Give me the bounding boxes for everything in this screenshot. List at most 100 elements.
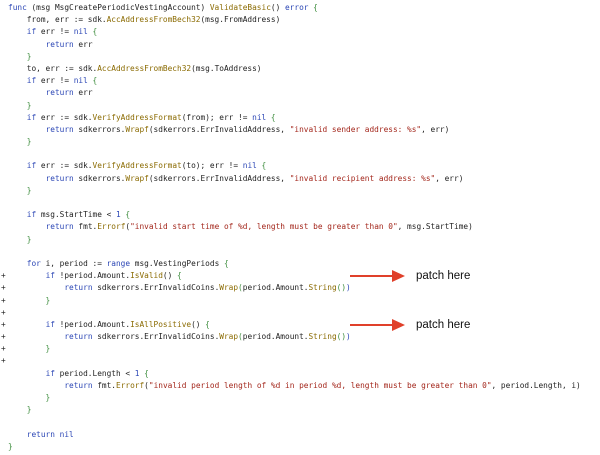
code-token	[8, 308, 13, 317]
code-line: }	[8, 185, 32, 197]
code-token: period.Length <	[54, 368, 135, 378]
code-line	[8, 148, 13, 160]
code-token: , period.Length, i)	[491, 380, 581, 390]
code-token: if	[45, 319, 55, 329]
code-line-added: +	[1, 307, 13, 319]
code-token: 1	[115, 210, 121, 220]
code-token: if	[26, 76, 37, 86]
code-token: "invalid period length of %d in period %…	[148, 380, 492, 390]
code-token: {	[219, 258, 229, 268]
code-token: {	[120, 210, 131, 220]
code-token: (	[125, 222, 131, 232]
code-token: !period.Amount.	[54, 319, 131, 329]
code-token	[8, 271, 46, 280]
code-token: (sdkerrors.ErrInvalidAddress,	[148, 173, 290, 183]
code-token: {	[139, 368, 149, 378]
code-line: }	[8, 441, 13, 453]
code-token: IsValid	[130, 271, 163, 281]
annotation-label: patch here	[416, 319, 471, 331]
code-line-added: +	[1, 355, 13, 367]
code-token: (msg.ToAddress)	[191, 63, 262, 73]
code-line: if err := sdk.VerifyAddressFormat(to); e…	[8, 160, 266, 172]
code-line: }	[8, 404, 32, 416]
code-token: nil	[73, 76, 88, 86]
code-token: return	[45, 39, 74, 49]
code-token	[8, 320, 46, 329]
code-token: {	[266, 112, 276, 122]
code-line: }	[8, 100, 32, 112]
code-token: !period.Amount.	[54, 271, 131, 281]
code-token: 1	[134, 368, 140, 378]
code-line: }	[8, 234, 32, 246]
code-token: AccAddressFromBech32	[97, 63, 192, 73]
code-token: err := sdk.	[36, 161, 93, 171]
annotation-2: patch here	[350, 319, 470, 331]
code-token: err := sdk.	[36, 112, 93, 122]
code-token: )	[346, 283, 351, 293]
code-token: return	[45, 173, 74, 183]
diff-added-marker: +	[1, 356, 6, 366]
code-token: sdkerrors.ErrInvalidCoins.	[92, 283, 220, 293]
code-token: }	[8, 100, 32, 110]
code-token: Wrapf	[125, 124, 149, 134]
code-token: sdkerrors.ErrInvalidCoins.	[92, 332, 220, 342]
code-token	[8, 369, 46, 378]
code-token: , msg.StartTime)	[397, 222, 473, 232]
arrow-right-icon	[350, 275, 394, 277]
code-token: from, err := sdk.	[8, 15, 107, 25]
code-token: (to); err !=	[181, 161, 243, 171]
code-token: return	[64, 332, 93, 342]
code-token: , err)	[421, 124, 450, 134]
code-token: Wrap	[219, 283, 239, 293]
diff-added-marker: +	[1, 319, 6, 329]
code-line: from, err := sdk.AccAddressFromBech32(ms…	[8, 14, 281, 26]
code-line: for i, period := range msg.VestingPeriod…	[8, 258, 229, 270]
code-token: ()	[336, 332, 347, 342]
code-token: to, err := sdk.	[8, 63, 98, 73]
code-token: if	[26, 210, 37, 220]
code-token: }	[8, 234, 32, 244]
code-token: period.Amount.	[242, 283, 309, 293]
code-token	[8, 125, 46, 134]
code-token: err	[73, 88, 93, 98]
code-token: nil	[252, 112, 267, 122]
code-line-added: + }	[1, 295, 51, 307]
code-token: sdkerrors.	[73, 124, 126, 134]
code-token: String	[308, 283, 337, 293]
code-token: (msg MsgCreatePeriodicVestingAccount)	[26, 3, 210, 12]
arrow-head-icon	[392, 319, 405, 331]
code-token	[8, 247, 13, 256]
code-token: AccAddressFromBech32	[106, 15, 201, 25]
code-token: period.Amount.	[242, 332, 309, 342]
code-token: }	[8, 393, 51, 402]
code-token	[8, 88, 46, 97]
code-line: to, err := sdk.AccAddressFromBech32(msg.…	[8, 63, 262, 75]
code-line: return sdkerrors.Wrapf(sdkerrors.ErrInva…	[8, 173, 464, 185]
code-token: ()	[270, 3, 285, 12]
code-token: ValidateBasic	[209, 3, 271, 12]
code-line: return fmt.Errorf("invalid period length…	[8, 380, 581, 392]
code-line: }	[8, 392, 51, 404]
code-line	[8, 246, 13, 258]
code-token: nil	[59, 429, 74, 439]
code-token	[8, 356, 13, 365]
diff-added-marker: +	[1, 271, 6, 281]
code-token: func	[8, 3, 27, 12]
code-token: }	[8, 295, 51, 305]
code-token: return	[26, 429, 55, 439]
code-line-added: + }	[1, 343, 50, 355]
code-token: }	[8, 51, 32, 61]
code-line: return err	[8, 39, 93, 51]
code-line: if msg.StartTime < 1 {	[8, 209, 130, 221]
code-token	[8, 283, 64, 292]
code-token: {	[256, 161, 267, 171]
diff-added-marker: +	[1, 332, 6, 342]
code-token: {	[87, 76, 98, 86]
code-line	[8, 416, 13, 428]
code-token: for	[26, 258, 41, 268]
arrow-right-icon	[350, 324, 394, 326]
code-token: ()	[191, 319, 201, 329]
annotation-label: patch here	[416, 270, 471, 282]
code-token: sdkerrors.	[73, 173, 126, 183]
code-token: }	[8, 441, 13, 451]
